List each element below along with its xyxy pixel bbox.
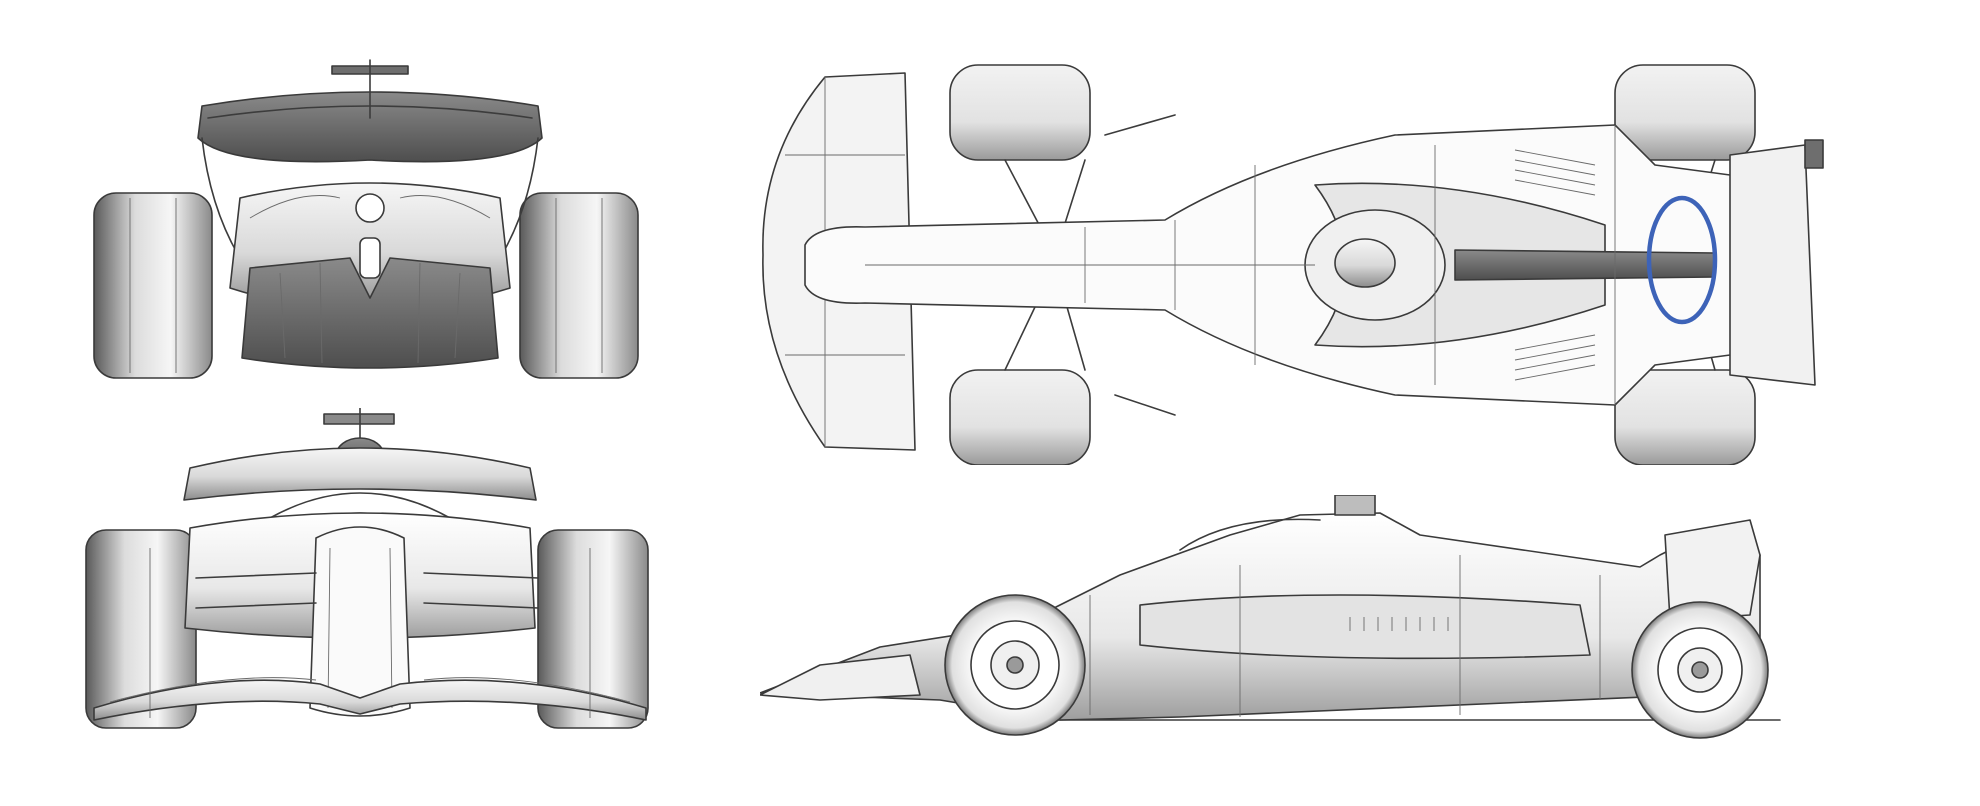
top-view-rear-right-tyre: [1614, 369, 1756, 465]
rear-view-left-tyre: [93, 192, 213, 379]
top-view-rear-wing: [1729, 144, 1816, 386]
nose: [309, 526, 411, 717]
front-view-right-tyre: [537, 529, 649, 729]
diffuser: [241, 257, 499, 369]
highlight-ellipse: [1646, 195, 1718, 325]
top-view-rear-left-tyre: [1614, 64, 1756, 161]
top-view-front-right-tyre: [949, 369, 1091, 465]
top-view-front-left-tyre: [949, 64, 1091, 161]
side-view: [760, 495, 1850, 745]
side-view-front-wing: [760, 654, 921, 701]
side-view-rear-wing: [1664, 519, 1761, 621]
rear-view: [90, 58, 650, 388]
rear-view-right-tyre: [519, 192, 639, 379]
front-wing: [93, 679, 647, 721]
side-view-front-wheel: [944, 594, 1086, 736]
side-view-rear-wheel: [1631, 601, 1769, 739]
top-view: [755, 55, 1845, 465]
halo: [183, 447, 537, 501]
front-view: [80, 408, 660, 738]
